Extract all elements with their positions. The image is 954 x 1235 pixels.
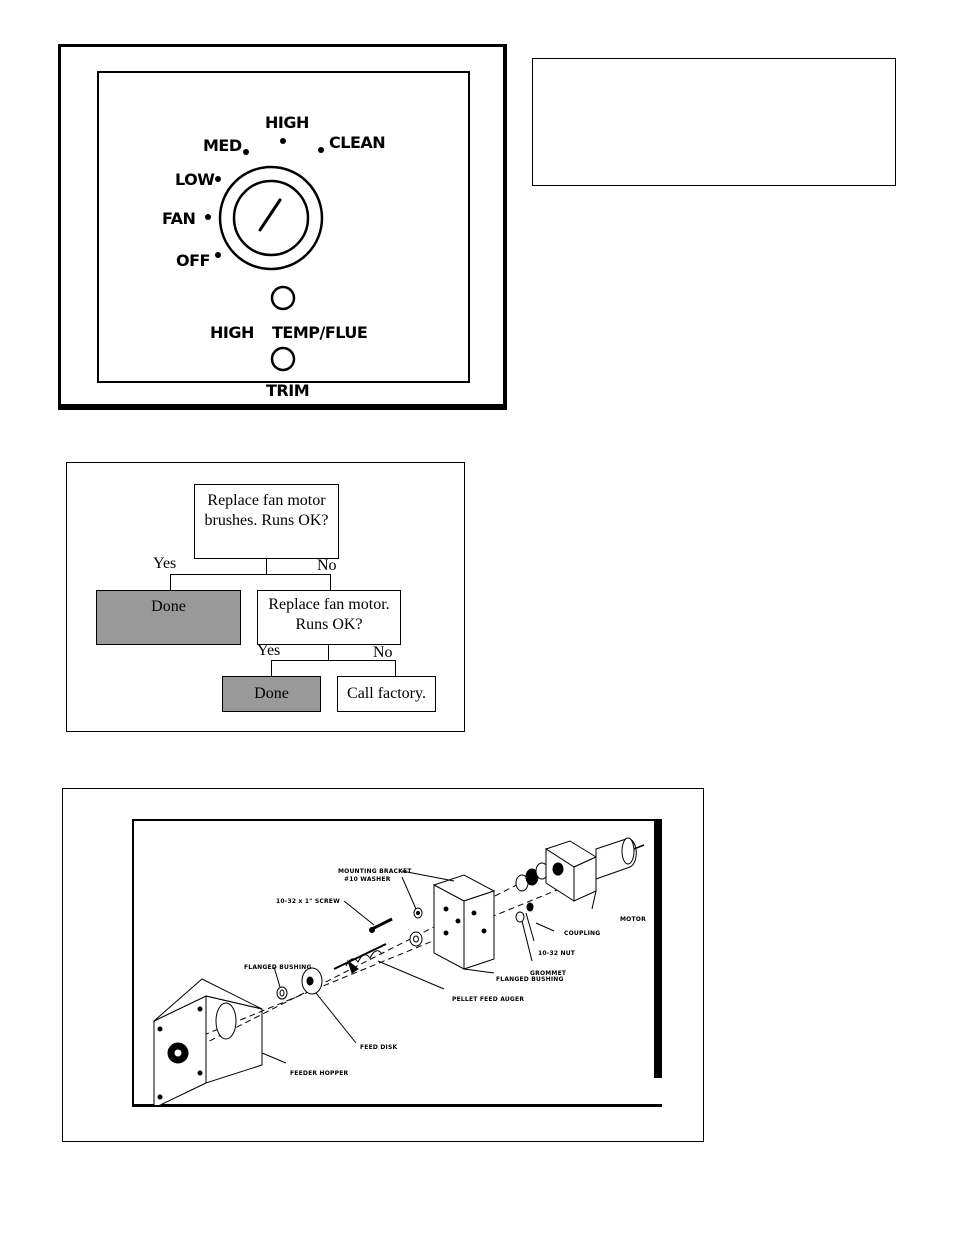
- flow-label-no: No: [373, 644, 393, 661]
- leader-line: [343, 900, 375, 926]
- label-pellet-feed-auger: PELLET FEED AUGER: [452, 996, 524, 1003]
- exploded-parts-svg: MOUNTING BRACKET #10 WASHER 10-32 x 1" S…: [153, 837, 646, 1105]
- label-feeder-hopper: FEEDER HOPPER: [290, 1070, 348, 1077]
- connector: [170, 574, 331, 575]
- leader-line: [377, 960, 445, 990]
- connector: [266, 558, 267, 575]
- label-mounting-bracket: MOUNTING BRACKET: [338, 868, 412, 875]
- leader-line: [261, 1052, 287, 1064]
- assembly-axis: [193, 882, 575, 1040]
- grommet-part: [515, 911, 525, 923]
- flanged-bushing-right-part: [409, 931, 423, 947]
- dial-label-fan: FAN: [162, 209, 196, 228]
- label-washer: #10 WASHER: [344, 876, 391, 883]
- dial-graphic: [205, 138, 324, 372]
- label-feed-disk: FEED DISK: [360, 1044, 397, 1051]
- screw-part: [369, 917, 393, 933]
- flow-label-yes: Yes: [153, 555, 177, 572]
- indicator-label-high-temp-flue: HIGH TEMP/FLUE: [210, 323, 368, 342]
- troubleshooting-flowchart: Replace fan motor brushes. Runs OK? Yes …: [66, 462, 465, 732]
- dot-med: [243, 149, 249, 155]
- trim-indicator-light: [270, 346, 296, 372]
- label-grommet: GROMMET: [530, 970, 567, 977]
- connector: [395, 660, 396, 677]
- connector: [271, 660, 272, 677]
- dot-fan: [205, 214, 211, 220]
- flow-call-factory: Call factory.: [337, 676, 436, 712]
- dial-label-low: LOW: [175, 170, 215, 189]
- motor-part: [544, 837, 645, 902]
- connector: [170, 574, 171, 591]
- selector-dial-outer: [218, 165, 324, 271]
- leader-line: [521, 920, 533, 962]
- flow-label-no: No: [317, 557, 337, 574]
- dial-label-clean: CLEAN: [329, 133, 386, 152]
- connector: [271, 660, 396, 661]
- connector: [330, 574, 331, 591]
- flow-done-1: Done: [96, 590, 241, 645]
- label-nut: 10-32 NUT: [538, 950, 576, 957]
- feeder-assembly-drawing: [132, 819, 662, 1107]
- leader-line: [535, 922, 555, 932]
- flanged-bushing-left-part: [276, 986, 288, 1000]
- dot-low: [215, 176, 221, 182]
- drawing-shadow: [654, 820, 662, 1078]
- label-motor: MOTOR: [620, 916, 646, 923]
- control-panel-face: HIGH MED CLEAN LOW FAN OFF HIGH TEMP/FLU…: [97, 71, 470, 400]
- knob-pointer: [258, 198, 282, 232]
- pellet-feed-auger-part: [333, 943, 387, 974]
- feed-disk-part: [301, 967, 323, 995]
- leader-line: [273, 966, 281, 988]
- leader-line: [463, 968, 495, 974]
- leader-line: [591, 890, 597, 910]
- control-panel-figure: HIGH MED CLEAN LOW FAN OFF HIGH TEMP/FLU…: [58, 44, 507, 410]
- feeder-hopper-part: [153, 978, 263, 1105]
- flow-done-2: Done: [222, 676, 321, 712]
- dot-clean: [318, 147, 324, 153]
- feeder-assembly-figure: MOUNTING BRACKET #10 WASHER 10-32 x 1" S…: [62, 788, 704, 1142]
- label-flanged-bushing-left: FLANGED BUSHING: [244, 964, 312, 971]
- high-temp-indicator-light: [270, 285, 296, 311]
- selector-knob[interactable]: [232, 179, 310, 257]
- washer-part: [413, 907, 423, 919]
- dot-high: [280, 138, 286, 144]
- leader-line: [401, 876, 417, 910]
- label-coupling: COUPLING: [564, 930, 600, 937]
- leader-line: [315, 992, 357, 1044]
- flow-label-yes: Yes: [257, 642, 281, 659]
- mounting-bracket-part: [432, 874, 496, 970]
- dial-label-med: MED: [203, 136, 242, 155]
- note-box: [532, 58, 896, 186]
- leader-line: [401, 870, 455, 882]
- indicator-label-trim: TRIM: [266, 381, 310, 400]
- nut-part: [526, 902, 534, 912]
- label-screw: 10-32 x 1" SCREW: [276, 898, 340, 905]
- dot-off: [215, 252, 221, 258]
- flow-question-brushes: Replace fan motor brushes. Runs OK?: [194, 484, 339, 559]
- label-flanged-bushing-right: FLANGED BUSHING: [496, 976, 564, 983]
- connector: [328, 644, 329, 661]
- dial-label-off: OFF: [176, 251, 210, 270]
- leader-line: [525, 912, 535, 942]
- flow-question-replace-motor: Replace fan motor. Runs OK?: [257, 590, 401, 645]
- dial-label-high: HIGH: [265, 113, 309, 132]
